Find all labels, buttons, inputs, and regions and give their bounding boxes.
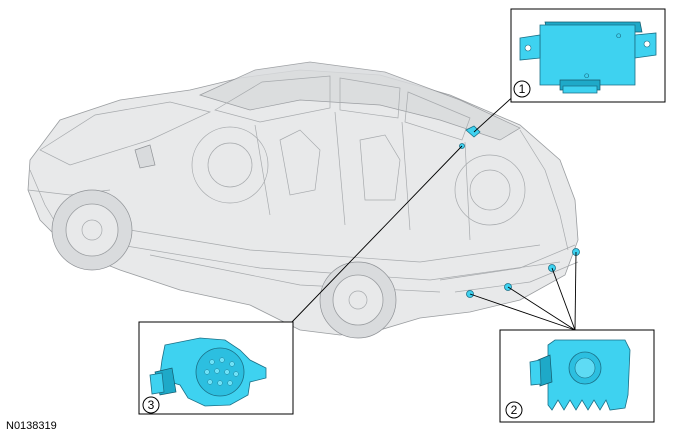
sounder-icon: [149, 337, 267, 407]
callout-2-badge: 2: [505, 401, 523, 419]
callout-3-number: 3: [148, 398, 155, 412]
module-location-marker: [465, 125, 481, 138]
figure-reference-code: N0138319: [6, 420, 57, 432]
svg-text:ⵔ: ⵔ: [584, 74, 589, 80]
sensor-icon: [529, 339, 631, 411]
front-wheel: [51, 189, 133, 271]
callout-box-1: ⵔ ⵔ 1: [510, 8, 666, 103]
vehicle-ghost-view: [27, 61, 579, 339]
rear-wheel: [319, 261, 397, 339]
svg-text:ⵔ: ⵔ: [616, 34, 621, 40]
callout-box-3: 3: [138, 321, 294, 415]
callout-box-2: 2: [499, 329, 655, 423]
callout-3-badge: 3: [142, 396, 160, 414]
callout-1-number: 1: [519, 82, 526, 96]
module-icon: ⵔ ⵔ: [519, 21, 657, 94]
callout-2-number: 2: [511, 403, 518, 417]
callout-1-badge: 1: [513, 80, 531, 98]
leader-lines: [291, 92, 577, 331]
